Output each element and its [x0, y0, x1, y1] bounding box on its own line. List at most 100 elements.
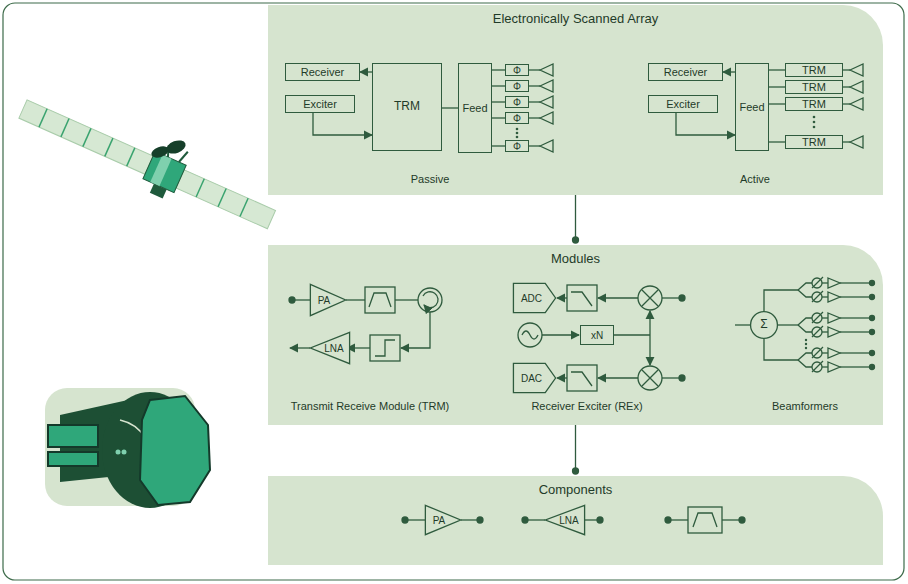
drawing-part	[649, 311, 650, 335]
drawing-part	[798, 360, 812, 367]
modules-panel-ground	[268, 245, 883, 425]
drawing-part	[662, 377, 682, 378]
block-box: TRM	[785, 97, 843, 111]
block-box: Φ	[505, 80, 529, 92]
drawing-part	[822, 296, 828, 297]
block-label: TRM	[802, 136, 826, 148]
drawing-part	[540, 96, 553, 108]
block-label: Receiver	[664, 66, 707, 78]
drawing-part	[840, 282, 872, 283]
drawing-part	[778, 324, 798, 325]
drawing-part	[513, 283, 555, 312]
drawing-part	[828, 327, 840, 337]
drawing-part	[764, 339, 798, 360]
block-label: TRM	[802, 64, 826, 76]
drawing-part	[870, 316, 875, 321]
drawing-part	[688, 507, 722, 533]
block-box: Receiver	[648, 63, 723, 81]
connector	[492, 101, 505, 102]
caption-label: Passive	[411, 173, 450, 185]
block-label: Exciter	[666, 98, 700, 110]
drawing-part	[870, 281, 875, 286]
block-box: Feed	[458, 63, 492, 153]
caption-label: Transmit Receive Module (TRM)	[291, 400, 450, 412]
connector	[360, 71, 372, 72]
drawing-part	[401, 312, 430, 348]
drawing-part	[764, 290, 798, 311]
drawing-part	[571, 372, 592, 386]
drawing-part	[405, 519, 425, 520]
drawing-part	[812, 361, 823, 372]
ellipsis-dots	[516, 116, 816, 139]
block-label: Feed	[739, 101, 764, 113]
drawing-part	[179, 150, 188, 164]
block-label: Φ	[513, 81, 521, 92]
drawing-part	[116, 450, 121, 455]
connector	[769, 86, 785, 87]
drawing-part	[798, 318, 812, 325]
drawing-part	[370, 335, 400, 361]
drawing-part	[638, 366, 662, 390]
drawing-part	[525, 519, 545, 520]
drawing-part	[425, 505, 460, 534]
drawing-part	[61, 119, 69, 137]
drawing-part	[19, 100, 153, 174]
block-box: TRM	[785, 135, 843, 149]
drawing-part	[662, 297, 682, 298]
drawing-part	[557, 297, 567, 298]
drawing-part	[369, 293, 391, 307]
drawing-part	[516, 132, 519, 135]
symbol-shape: DAC	[513, 363, 556, 393]
drawing-part	[513, 363, 555, 392]
connector	[769, 69, 785, 70]
drawing-part	[812, 277, 823, 288]
block-box: Receiver	[285, 63, 360, 81]
drawing-part	[545, 505, 584, 534]
drawing-part	[614, 334, 650, 335]
drawing-part	[598, 297, 638, 298]
connector	[492, 145, 505, 146]
drawing-part	[828, 348, 840, 358]
drawing-part	[812, 291, 823, 302]
instrument-illustration	[45, 388, 210, 508]
section-panel: Electronically Scanned ArrayReceiverExci…	[268, 5, 883, 195]
panel-title: Components	[268, 483, 883, 497]
block-label: LNA	[324, 343, 343, 354]
block-box: Feed	[735, 63, 769, 151]
drawing-part	[805, 343, 807, 345]
block-box: Exciter	[648, 95, 718, 113]
symbol-shape: LNA	[545, 505, 585, 535]
components-panel-ground	[268, 476, 883, 565]
block-box: Φ	[505, 96, 529, 108]
drawing-part	[812, 278, 822, 288]
drawing-part	[83, 128, 91, 146]
drawing-part	[150, 155, 171, 186]
block-label: TRM	[802, 81, 826, 93]
drawing-part	[39, 109, 248, 217]
block-label: Φ	[513, 113, 521, 124]
drawing-part	[812, 292, 822, 302]
symbol-shape: PA	[425, 505, 461, 535]
drawing-part	[739, 517, 745, 523]
drawing-part	[798, 353, 812, 360]
connector	[492, 117, 505, 118]
drawing-part	[522, 331, 538, 339]
symbol-shape: Σ	[750, 311, 778, 339]
drawing-part	[48, 425, 98, 447]
drawing-part	[571, 292, 592, 306]
drawing-part	[812, 313, 822, 323]
drawing-part	[150, 144, 170, 160]
drawing-part	[798, 290, 812, 297]
drawing-part	[840, 331, 872, 332]
drawing-part	[140, 396, 210, 505]
drawing-part	[812, 347, 823, 358]
drawing-part	[850, 81, 863, 93]
drawing-part	[735, 324, 750, 325]
drawing-part	[540, 80, 553, 92]
block-label: TRM	[394, 100, 420, 113]
drawing-part	[638, 286, 662, 310]
block-label: Feed	[462, 102, 487, 114]
drawing-part	[127, 148, 135, 166]
connector	[442, 107, 458, 108]
